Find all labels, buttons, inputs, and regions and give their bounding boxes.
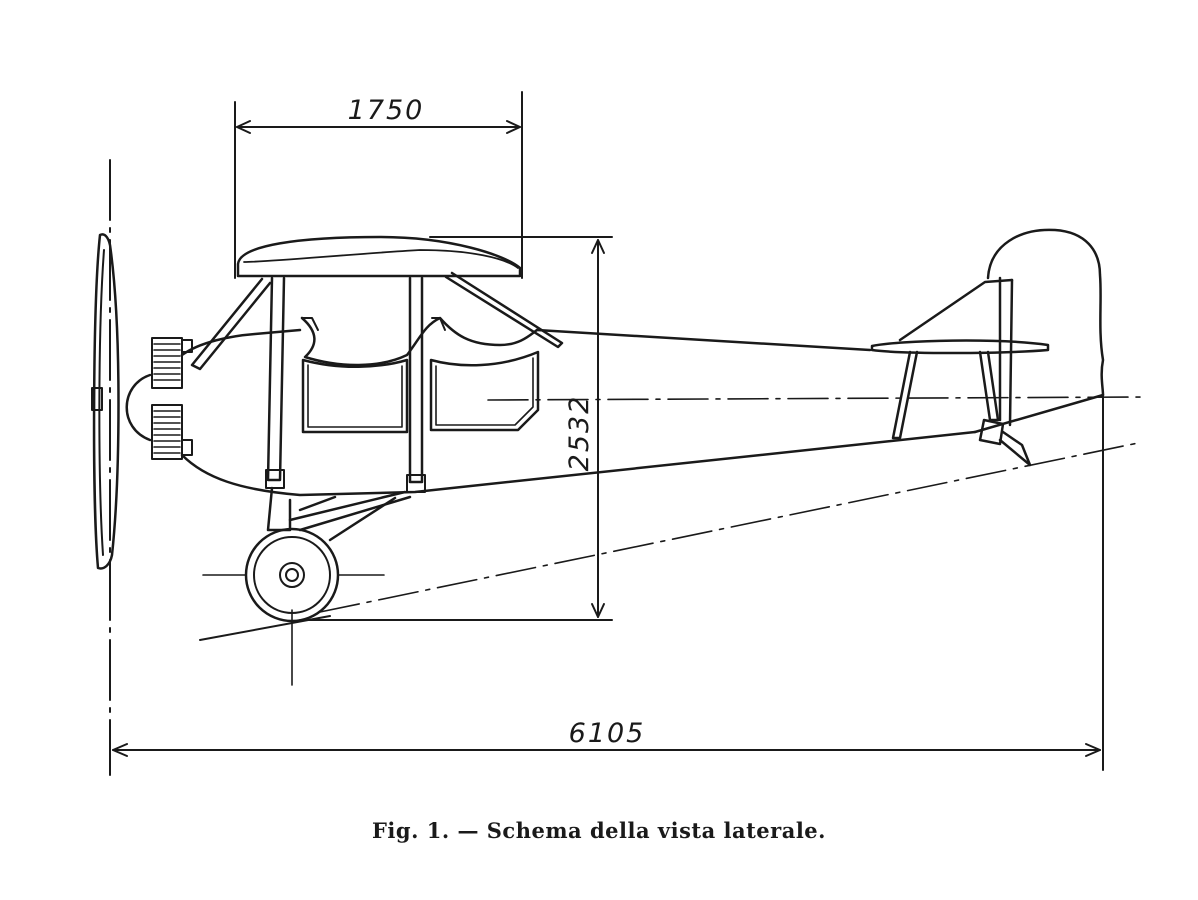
gear-rear-strut [288,490,412,532]
rear-wing-strut [444,271,564,349]
propeller-hub [91,387,103,411]
cylinder-brackets [181,339,193,456]
reference-lines [199,396,1146,686]
dimension-lines [109,91,1104,776]
horizontal-stabilizer [870,339,1050,355]
upper-cylinder [151,337,183,389]
height-arrow-bottom [591,603,605,618]
ground-angle-line [319,442,1139,613]
gear-diagonal-brace [328,496,397,542]
thrust-axis-line [487,396,1146,401]
fuselage-upper-line [535,328,872,352]
rear-strut-fitting [406,474,426,493]
lower-cylinder [151,404,183,460]
tail-skid [998,430,1032,467]
fin-rudder-post [998,276,1014,427]
height-arrow-top [591,239,605,254]
rear-cabin-post [431,317,446,331]
wheel-tire [244,527,340,623]
front-vertical-strut [266,276,286,482]
front-window [301,358,409,434]
wheel-hub [279,562,305,588]
landing-gear [244,486,412,623]
front-strut-fitting [265,469,285,489]
length-label: 6105 [569,718,646,749]
propeller-blade [92,233,120,570]
upper-cylinder-fins [153,343,181,381]
fuselage [180,328,1105,497]
ground-line [199,615,331,641]
length-arrow-left [112,743,128,757]
rear-window [429,350,540,432]
cockpit [300,316,540,434]
fuselage-tail-bottom [973,393,1105,434]
engine [125,337,193,460]
wing-edges [237,269,521,277]
wing-camber-line [243,249,519,269]
propeller-blade-edge [98,249,105,556]
tail [870,228,1105,467]
rear-vertical-strut [408,276,424,484]
front-cabin-post [301,317,319,331]
tail-strut-front [891,350,919,440]
vertical-fin-leading-edge [898,278,1014,342]
wheel-rim [253,536,331,614]
wing-airfoil [236,235,522,278]
struts [190,271,564,493]
tail-skid-fitting [978,418,1005,446]
rear-window-inner [435,357,534,426]
propeller [91,233,120,570]
front-window-inner [307,364,403,428]
wing [236,235,522,278]
height-label: 2532 [564,395,595,472]
wing-chord-label: 1750 [348,95,425,126]
chord-arrow-left [236,120,251,134]
chord-arrow-right [506,120,521,134]
fuselage-bottom-line [180,430,977,497]
lower-cylinder-fins [153,410,181,454]
front-wing-strut [190,277,272,371]
cabin-top-line [300,316,539,367]
gear-cross-brace [298,495,337,512]
length-arrow-right [1085,743,1101,757]
figure-caption: Fig. 1. — Schema della vista laterale. [372,818,826,843]
rudder-outline [986,228,1105,397]
spinner [125,373,152,442]
wheel-axle [285,568,299,582]
tail-strut-rear [978,350,1000,422]
fuselage-upper-nose [180,328,302,357]
